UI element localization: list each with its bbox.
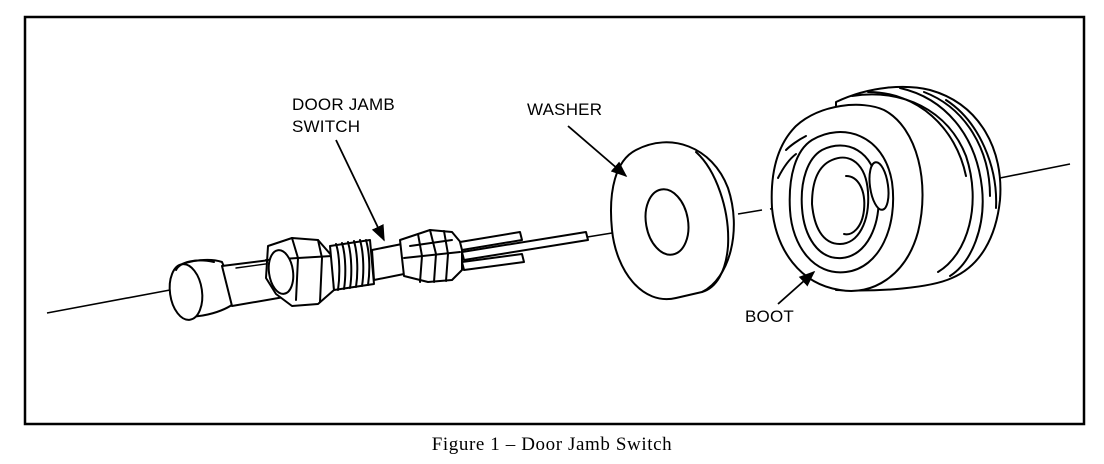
callout-boot: BOOT: [745, 270, 816, 326]
label-door-jamb: DOOR JAMB: [292, 95, 395, 114]
boot: [770, 85, 1002, 292]
figure-caption: Figure 1 – Door Jamb Switch: [432, 434, 673, 455]
callout-door-jamb-switch: DOOR JAMB SWITCH: [292, 95, 395, 242]
callout-washer: WASHER: [527, 100, 628, 178]
leader-arrow-boot: [777, 270, 816, 305]
figure-frame: [23, 15, 1086, 426]
switch-neck: [371, 243, 405, 281]
label-boot: BOOT: [745, 307, 794, 326]
connector-housing: [399, 229, 463, 283]
label-switch: SWITCH: [292, 117, 360, 136]
washer: [610, 141, 735, 301]
hex-nut: [265, 237, 335, 307]
label-washer: WASHER: [527, 100, 602, 119]
leader-arrow-switch: [335, 139, 385, 242]
door-jamb-switch: [168, 229, 589, 321]
leader-arrow-washer: [567, 125, 628, 178]
threaded-body: [329, 239, 375, 291]
terminal-blades: [459, 231, 589, 271]
